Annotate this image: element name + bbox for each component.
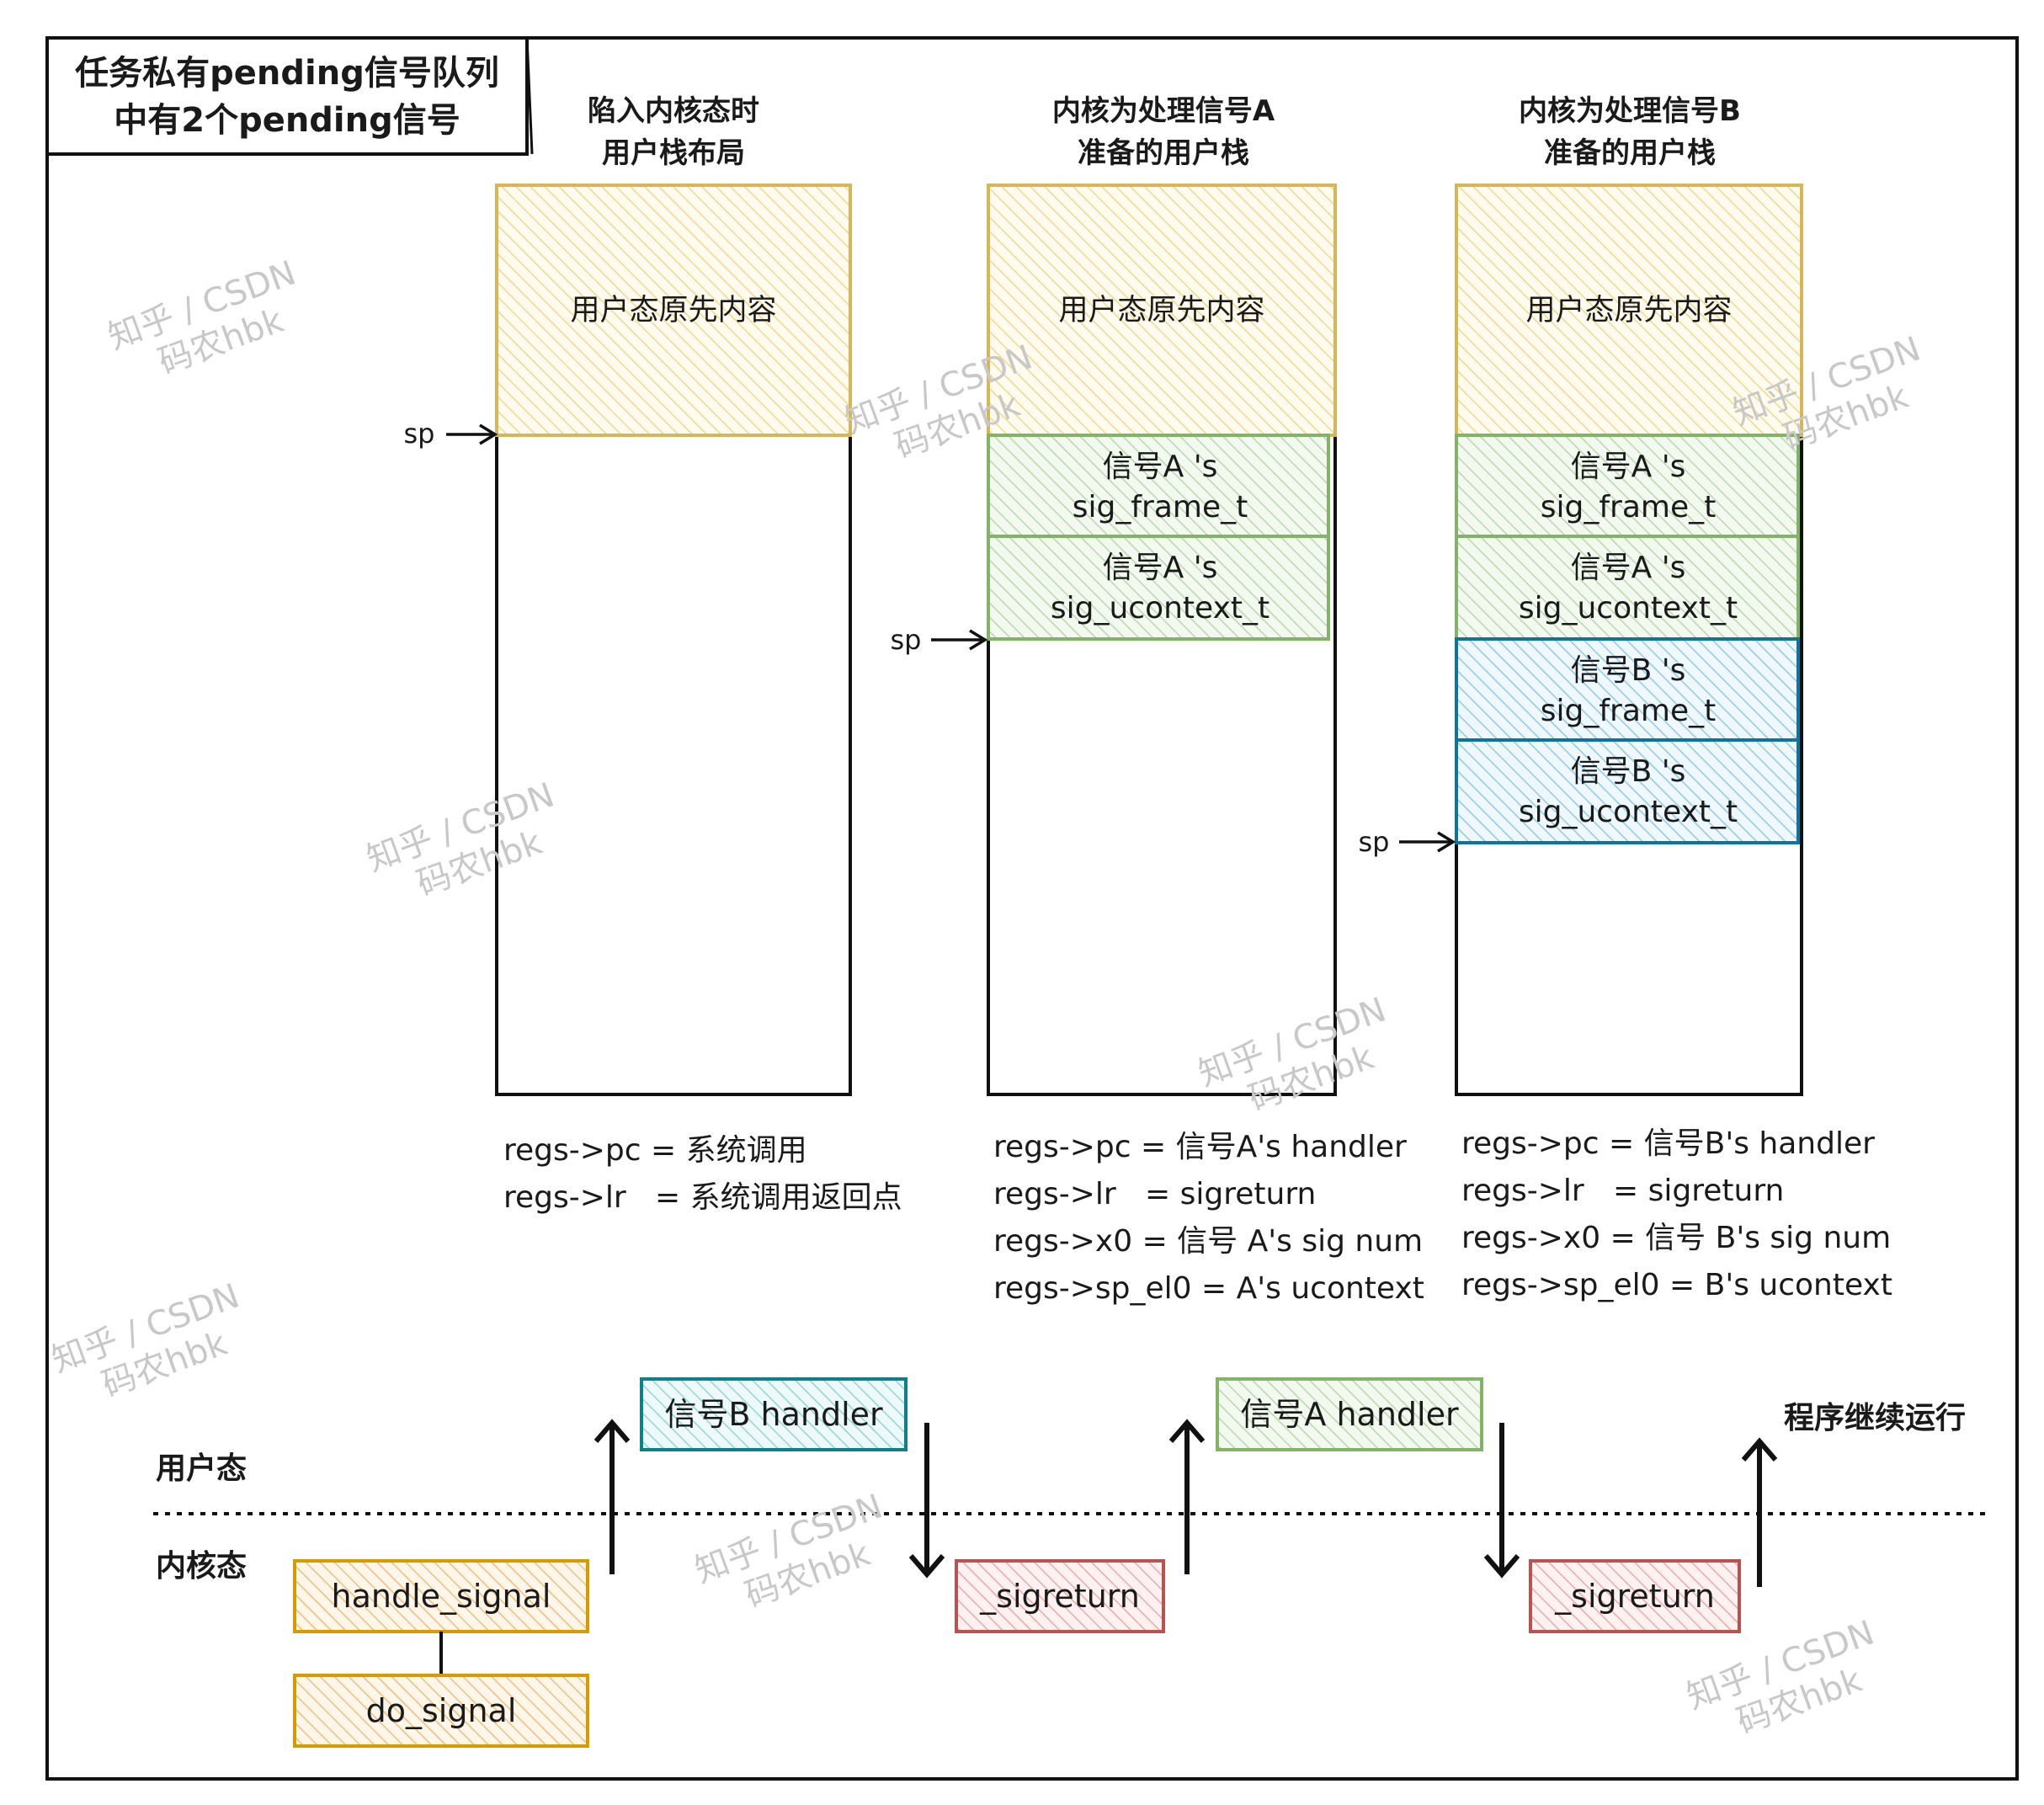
column-2-frame-sig-a-ucontext [987, 535, 1330, 641]
column-2-frame-1-line-2: sig_frame_t [1073, 490, 1248, 524]
column-3-frame-sig-a-ucontext [1455, 535, 1800, 641]
column-3-frame-sig-b-ucontext [1455, 738, 1800, 844]
column-1-header-line-1: 陷入内核态时 [588, 94, 759, 128]
column-3-regs-line-1: regs->pc = 信号B's handler [1461, 1126, 1875, 1161]
kernel-mode-label: 内核态 [156, 1549, 247, 1584]
handle-signal-label: handle_signal [332, 1578, 551, 1615]
column-3-frame-3-line-2: sig_frame_t [1541, 694, 1716, 728]
column-1-regs-line-2: regs->lr = 系统调用返回点 [503, 1180, 902, 1215]
column-3-header-line-2: 准备的用户栈 [1544, 136, 1716, 170]
up-arrow-continue [1741, 1437, 1778, 1587]
column-2-regs-line-3: regs->x0 = 信号 A's sig num [993, 1224, 1423, 1259]
column-2-user-content-label: 用户态原先内容 [1058, 294, 1264, 327]
column-3-regs-line-3: regs->x0 = 信号 B's sig num [1461, 1221, 1891, 1255]
column-3-frame-3-line-1: 信号B 's [1571, 653, 1686, 688]
down-arrow-to-sigreturn-2 [1483, 1423, 1520, 1579]
column-1-user-content-label: 用户态原先内容 [570, 294, 776, 327]
column-2-header-line-2: 准备的用户栈 [1078, 136, 1249, 170]
sigreturn-1-box [955, 1559, 1165, 1633]
column-1-sp-label: sp [404, 418, 435, 450]
do-signal-label: do_signal [366, 1692, 517, 1729]
column-3-frame-2-line-1: 信号A 's [1571, 551, 1686, 585]
column-2-sp-arrow [931, 629, 988, 651]
column-2-user-content-block [987, 184, 1337, 437]
column-3-header-line-1: 内核为处理信号B [1519, 94, 1741, 128]
column-3-sp-label: sp [1359, 826, 1390, 858]
outer-frame [45, 36, 2019, 1781]
stack-column-1: 陷入内核态时 用户栈布局 用户态原先内容 sp regs->pc = 系统调用 … [404, 94, 902, 1215]
column-3-frame-1-line-1: 信号A 's [1571, 450, 1686, 484]
down-arrow-to-sigreturn-1 [908, 1423, 945, 1579]
column-2-regs-line-4: regs->sp_el0 = A's ucontext [993, 1271, 1424, 1306]
title-line-1: 任务私有pending信号队列 [75, 54, 499, 93]
column-2-regs-line-1: regs->pc = 信号A's handler [993, 1130, 1407, 1164]
column-1-header-line-2: 用户栈布局 [602, 136, 745, 170]
column-2-frame-2-line-2: sig_ucontext_t [1051, 591, 1270, 626]
column-3-frame-4-line-1: 信号B 's [1571, 754, 1686, 789]
handler-a-box [1216, 1377, 1483, 1451]
mode-flow: 用户态 内核态 handle_signal do_signal 信号B hand… [153, 1377, 1991, 1748]
sigreturn-1-label: _sigreturn [979, 1578, 1140, 1615]
continue-label: 程序继续运行 [1784, 1401, 1966, 1435]
handler-b-label: 信号B handler [664, 1396, 883, 1433]
column-3-regs-line-4: regs->sp_el0 = B's ucontext [1461, 1268, 1892, 1302]
sigreturn-2-label: _sigreturn [1554, 1578, 1715, 1615]
title-box: 任务私有pending信号队列 中有2个pending信号 [45, 36, 534, 156]
column-1-regs-line-1: regs->pc = 系统调用 [503, 1133, 807, 1168]
column-3-frame-4-line-2: sig_ucontext_t [1519, 795, 1738, 829]
watermark-stamp: 知乎 / CSDN 码农hbk [690, 1487, 888, 1615]
column-2-frame-sig-a-frame [987, 434, 1330, 538]
up-arrow-to-handler-b [594, 1419, 631, 1574]
column-2-header-line-1: 内核为处理信号A [1052, 94, 1275, 128]
do-signal-box [293, 1674, 589, 1748]
user-mode-label: 用户态 [156, 1451, 247, 1486]
column-1-sp-arrow [446, 423, 498, 445]
column-2-frame-2-line-1: 信号A 's [1103, 551, 1218, 585]
handle-signal-box [293, 1559, 589, 1633]
title-line-2: 中有2个pending信号 [114, 101, 460, 140]
handler-b-box [640, 1377, 908, 1451]
sigreturn-2-box [1529, 1559, 1741, 1633]
handler-a-label: 信号A handler [1240, 1396, 1459, 1433]
watermark-stamp: 知乎 / CSDN 码农hbk [1682, 1613, 1880, 1741]
column-3-sp-arrow [1399, 831, 1456, 853]
column-3-regs-line-2: regs->lr = sigreturn [1461, 1174, 1784, 1208]
column-3-user-content-label: 用户态原先内容 [1525, 294, 1732, 327]
stack-column-3: 内核为处理信号B 准备的用户栈 用户态原先内容 信号A 's sig_frame… [1359, 94, 1892, 1302]
column-2-frame-1-line-1: 信号A 's [1103, 450, 1218, 484]
column-1-user-content-block [495, 184, 852, 437]
column-2-regs-line-2: regs->lr = sigreturn [993, 1177, 1316, 1211]
up-arrow-to-handler-a [1168, 1419, 1206, 1574]
stack-column-2: 内核为处理信号A 准备的用户栈 用户态原先内容 信号A 's sig_frame… [891, 94, 1424, 1306]
column-3-frame-2-line-2: sig_ucontext_t [1519, 591, 1738, 626]
watermark-stamp: 知乎 / CSDN 码农hbk [104, 253, 301, 381]
column-3-frame-sig-a-frame [1455, 434, 1800, 538]
column-3-frame-1-line-2: sig_frame_t [1541, 490, 1716, 524]
column-3-user-content-block [1455, 184, 1803, 437]
column-2-sp-label: sp [891, 624, 922, 656]
watermark-stamp: 知乎 / CSDN 码农hbk [47, 1276, 245, 1404]
